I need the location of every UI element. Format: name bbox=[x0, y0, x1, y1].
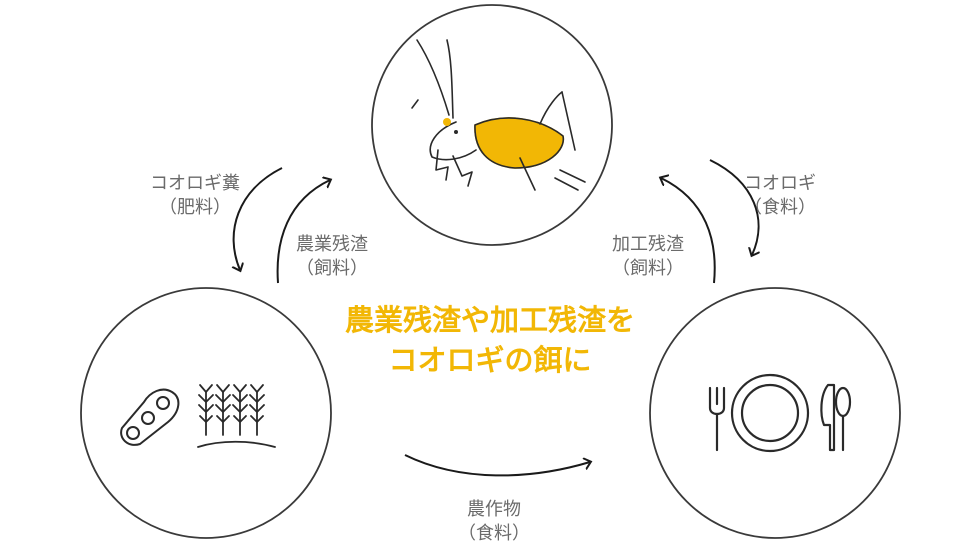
label-cricket-feces-line2: （肥料） bbox=[159, 197, 231, 218]
label-cricket-food-line2: （食料） bbox=[744, 197, 816, 218]
arrow-crops-to-food bbox=[404, 454, 590, 477]
label-processing-residue-line2: （飼料） bbox=[612, 258, 684, 279]
center-title-line1: 農業残渣や加工残渣を bbox=[344, 303, 635, 337]
meal-circle bbox=[649, 287, 901, 539]
soybean-icon bbox=[120, 388, 180, 446]
center-title: 農業残渣や加工残渣を コオロギの餌に bbox=[290, 300, 690, 380]
fork-icon bbox=[708, 386, 726, 452]
center-title-line2: コオロギの餌に bbox=[388, 343, 592, 377]
arrow-processing-to-cricket bbox=[661, 178, 716, 284]
spoon-icon bbox=[834, 386, 852, 452]
cricket-icon bbox=[411, 39, 586, 191]
label-cricket-feces: コオロギ糞 （肥料） bbox=[150, 172, 240, 220]
label-cricket-food: コオロギ （食料） bbox=[744, 172, 816, 220]
label-processing-residue: 加工残渣 （飼料） bbox=[612, 233, 684, 281]
label-agri-residue-line1: 農業残渣 bbox=[296, 234, 368, 255]
label-crops-line1: 農作物 bbox=[467, 499, 521, 520]
label-crops: 農作物 （食料） bbox=[458, 498, 530, 546]
label-agri-residue: 農業残渣 （飼料） bbox=[296, 233, 368, 281]
label-processing-residue-line1: 加工残渣 bbox=[612, 234, 684, 255]
label-cricket-food-line1: コオロギ bbox=[744, 173, 816, 194]
label-agri-residue-line2: （飼料） bbox=[296, 258, 368, 279]
knife-icon bbox=[820, 383, 836, 452]
arrow-feces-to-crops bbox=[234, 167, 283, 270]
wheat-icon bbox=[197, 384, 276, 448]
plate-icon bbox=[730, 373, 810, 453]
arrow-cricket-to-food bbox=[709, 159, 759, 255]
arrow-residue-to-cricket bbox=[276, 180, 330, 284]
label-cricket-feces-line1: コオロギ糞 bbox=[150, 173, 240, 194]
label-crops-line2: （食料） bbox=[458, 523, 530, 544]
